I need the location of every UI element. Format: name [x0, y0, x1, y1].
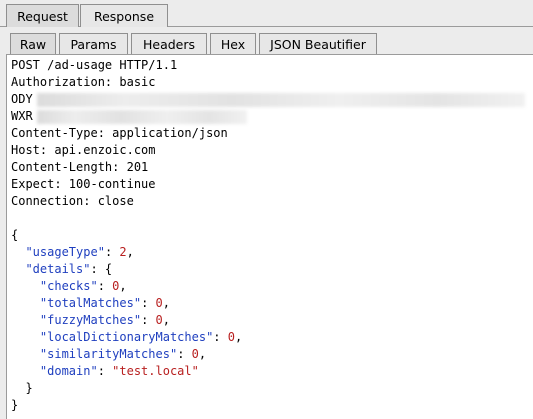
tab-hex[interactable]: Hex	[210, 33, 256, 54]
tab-raw[interactable]: Raw	[10, 33, 56, 54]
json-inner-close: }	[11, 380, 33, 397]
header-content-type: Content-Type: application/json	[11, 126, 228, 140]
json-key: "totalMatches"	[39, 296, 142, 310]
json-field-domain: "domain": "test.local"	[39, 364, 199, 378]
json-key: "checks"	[39, 279, 98, 293]
header-redacted-2: WXR	[11, 109, 33, 123]
json-details: "details": {	[25, 262, 113, 276]
tab-params[interactable]: Params	[59, 33, 128, 54]
raw-request-editor[interactable]: POST /ad-usage HTTP/1.1 Authorization: b…	[6, 55, 533, 419]
json-value: 0	[155, 313, 163, 327]
header-redacted-1: ODY	[11, 92, 33, 106]
json-value: 2	[119, 245, 127, 259]
json-field-fuzzy-matches: "fuzzyMatches": 0,	[39, 313, 170, 327]
json-value: 0	[112, 279, 120, 293]
tab-response[interactable]: Response	[80, 4, 168, 27]
json-key: "domain"	[39, 364, 98, 378]
json-field-similarity-matches: "similarityMatches": 0,	[39, 347, 207, 361]
tab-headers[interactable]: Headers	[131, 33, 207, 54]
header-content-length: Content-Length: 201	[11, 160, 149, 174]
json-value: 0	[155, 296, 163, 310]
json-inner-close-brace: }	[25, 381, 33, 395]
redaction-blur-1	[37, 93, 525, 107]
json-key: "similarityMatches"	[39, 347, 178, 361]
json-field-local-dictionary-matches: "localDictionaryMatches": 0,	[39, 330, 243, 344]
subtab-divider	[6, 54, 533, 55]
json-field-total-matches: "totalMatches": 0,	[39, 296, 170, 310]
header-expect: Expect: 100-continue	[11, 177, 156, 191]
header-connection: Connection: close	[11, 194, 134, 208]
json-open-brace: {	[11, 228, 19, 242]
json-field-checks: "checks": 0,	[39, 279, 127, 293]
json-key: "usageType"	[25, 245, 105, 259]
json-value: 0	[227, 330, 235, 344]
redaction-blur-2	[37, 110, 247, 124]
message-tab-bar	[0, 0, 533, 27]
json-key: "fuzzyMatches"	[39, 313, 142, 327]
tab-request[interactable]: Request	[6, 4, 79, 27]
header-authorization: Authorization: basic	[11, 75, 156, 89]
request-line: POST /ad-usage HTTP/1.1	[11, 58, 178, 72]
header-host: Host: api.enzoic.com	[11, 143, 156, 157]
json-value: "test.local"	[112, 364, 199, 378]
json-key: "details"	[25, 262, 91, 276]
tab-json-beautifier[interactable]: JSON Beautifier	[259, 33, 377, 54]
json-usage-type: "usageType": 2,	[25, 245, 134, 259]
json-key: "localDictionaryMatches"	[39, 330, 214, 344]
json-value: 0	[191, 347, 199, 361]
json-close-brace: }	[11, 398, 19, 412]
